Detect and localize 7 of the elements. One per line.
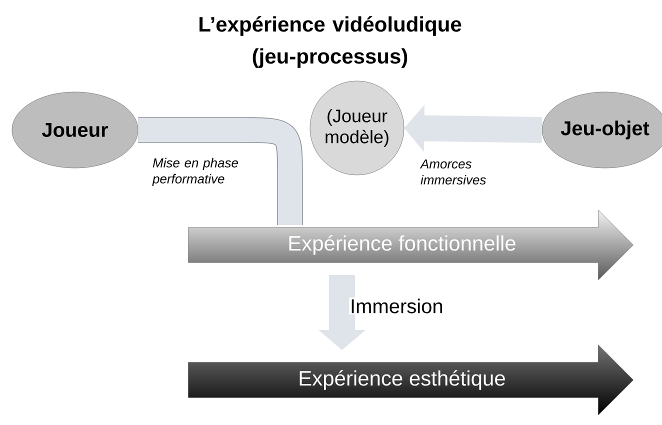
title: L’expérience vidéoludique (jeu-processus) bbox=[200, 16, 462, 68]
edge-label: Immersion bbox=[352, 298, 442, 314]
edge-label: Amorces immersives bbox=[420, 159, 486, 185]
ellipse-node: Joueur bbox=[12, 92, 138, 168]
edge-label: Mise en phase performative bbox=[152, 158, 238, 186]
circle-node: (Joueur modèle) bbox=[310, 80, 404, 176]
ellipse-node: Jeu-objet bbox=[542, 92, 662, 168]
